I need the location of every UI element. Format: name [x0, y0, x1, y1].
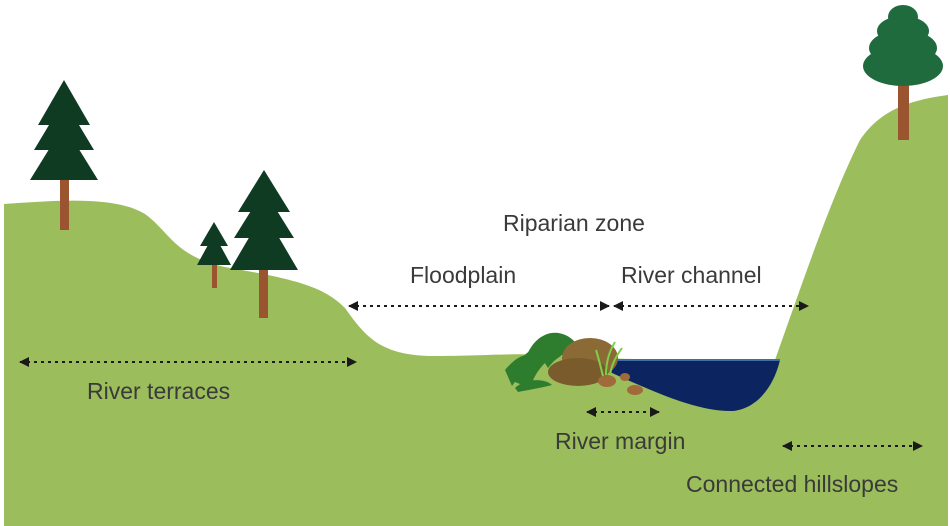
- conifer-tree-middle-icon: [230, 170, 298, 318]
- conifer-tree-small-icon: [197, 222, 231, 288]
- connected-hillslopes-label: Connected hillslopes: [686, 471, 899, 497]
- reed-icon: [595, 341, 623, 377]
- rock-icon: [548, 338, 643, 395]
- conifer-tree-left-icon: [30, 80, 98, 230]
- floodplain-label: Floodplain: [410, 262, 517, 288]
- river-margin-label: River margin: [555, 428, 686, 454]
- riparian-zone-label: Riparian zone: [503, 210, 645, 236]
- river-channel-label: River channel: [621, 262, 762, 288]
- river-water: [604, 360, 780, 412]
- fern-icon: [505, 332, 578, 392]
- river-terraces-label: River terraces: [87, 378, 231, 404]
- terrain: [4, 95, 948, 526]
- round-tree-right-icon: [863, 5, 943, 140]
